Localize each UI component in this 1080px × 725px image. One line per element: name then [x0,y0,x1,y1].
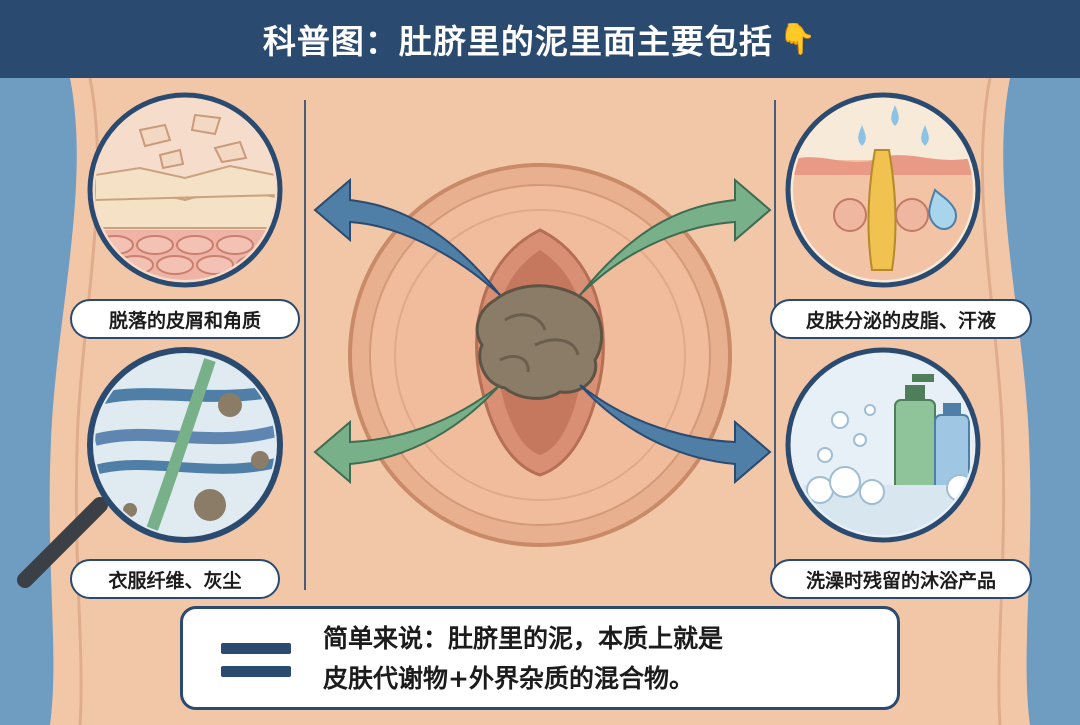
label-skin-flakes: 脱落的皮屑和角质 [70,299,300,339]
page-title: 科普图：肚脐里的泥里面主要包括 👇 [0,0,1080,78]
pointing-down-hand-icon: 👇 [778,21,818,57]
navel-lint [475,284,604,400]
fiber-dust-magnifier-icon [17,347,283,588]
arrow-bottom-left [313,384,501,485]
skin-flakes-icon [87,92,283,288]
arrow-top-left [313,177,501,296]
title-text: 科普图：肚脐里的泥里面主要包括 [262,22,773,61]
arrow-top-right [579,177,772,296]
summary-line-2: 皮肤代谢物+外界杂质的混合物。 [323,664,694,693]
summary-box: 简单来说：肚脐里的泥，本质上就是 皮肤代谢物+外界杂质的混合物。 [180,606,900,710]
summary-line-1: 简单来说：肚脐里的泥，本质上就是 [323,624,724,653]
label-sebum-sweat: 皮肤分泌的皮脂、汗液 [770,299,1032,339]
shower-products-icon [785,347,981,543]
label-fiber-dust: 衣服纤维、灰尘 [70,559,280,599]
equals-icon [221,637,291,683]
arrow-bottom-right [579,384,772,485]
label-shower-products: 洗澡时残留的沐浴产品 [770,559,1032,599]
sebum-sweat-gland-icon [785,92,981,288]
